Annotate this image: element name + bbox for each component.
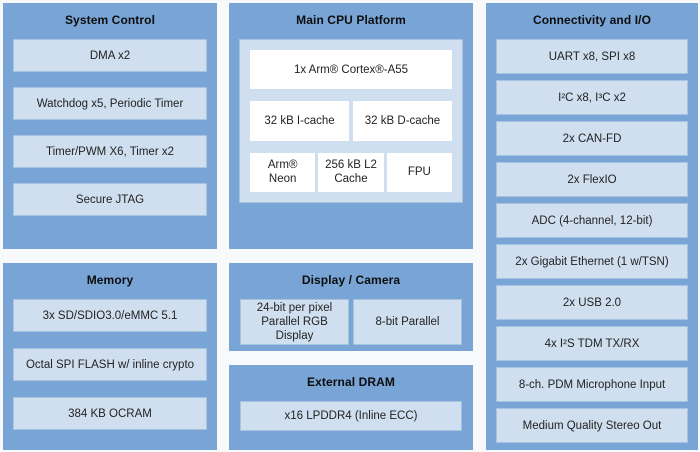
cpu-row-core: 1x Arm® Cortex®-A55	[250, 50, 452, 90]
block-stereo-out: Medium Quality Stereo Out	[496, 408, 688, 443]
panel-main-cpu-platform: Main CPU Platform 1x Arm® Cortex®-A55 32…	[229, 3, 473, 249]
panel-display-camera: Display / Camera 24-bit per pixel Parall…	[229, 263, 473, 351]
block-flexio: 2x FlexIO	[496, 162, 688, 197]
connectivity-blocks: UART x8, SPI x8 I²C x8, I³C x2 2x CAN-FD…	[496, 39, 688, 443]
block-gigabit-ethernet: 2x Gigabit Ethernet (1 w/TSN)	[496, 244, 688, 279]
block-icache: 32 kB I-cache	[250, 101, 349, 141]
block-usb: 2x USB 2.0	[496, 285, 688, 320]
block-cortex-a55: 1x Arm® Cortex®-A55	[250, 50, 452, 90]
block-i2c-i3c: I²C x8, I³C x2	[496, 80, 688, 115]
cpu-row-neon-l2-fpu: Arm® Neon 256 kB L2 Cache FPU	[250, 152, 452, 192]
block-l2-cache: 256 kB L2 Cache	[318, 152, 384, 192]
panel-connectivity-io: Connectivity and I/O UART x8, SPI x8 I²C…	[486, 3, 698, 450]
panel-title-external-dram: External DRAM	[307, 375, 395, 389]
block-ocram: 384 KB OCRAM	[13, 397, 207, 430]
panel-title-display-camera: Display / Camera	[301, 273, 401, 287]
block-adc: ADC (4-channel, 12-bit)	[496, 203, 688, 238]
block-parallel-rgb-display: 24-bit per pixel Parallel RGB Display	[240, 299, 349, 345]
block-sd-sdio-emmc: 3x SD/SDIO3.0/eMMC 5.1	[13, 299, 207, 332]
cpu-core-cluster: 1x Arm® Cortex®-A55 32 kB I-cache 32 kB …	[239, 39, 463, 203]
block-uart-spi: UART x8, SPI x8	[496, 39, 688, 74]
panel-system-control: System Control DMA x2 Watchdog x5, Perio…	[3, 3, 217, 249]
block-dcache: 32 kB D-cache	[353, 101, 452, 141]
block-pdm-microphone: 8-ch. PDM Microphone Input	[496, 367, 688, 402]
block-dma: DMA x2	[13, 39, 207, 72]
block-fpu: FPU	[386, 152, 452, 192]
system-control-blocks: DMA x2 Watchdog x5, Periodic Timer Timer…	[13, 39, 207, 216]
cpu-row-caches: 32 kB I-cache 32 kB D-cache	[250, 101, 452, 141]
panel-title-system-control: System Control	[64, 13, 156, 27]
block-can-fd: 2x CAN-FD	[496, 121, 688, 156]
block-watchdog-periodic-timer: Watchdog x5, Periodic Timer	[13, 87, 207, 120]
panel-title-memory: Memory	[86, 273, 134, 287]
block-i2s-tdm: 4x I²S TDM TX/RX	[496, 326, 688, 361]
panel-title-connectivity-io: Connectivity and I/O	[532, 13, 651, 27]
block-octal-spi-flash: Octal SPI FLASH w/ inline crypto	[13, 348, 207, 381]
panel-title-main-cpu-platform: Main CPU Platform	[296, 13, 406, 27]
block-8bit-parallel: 8-bit Parallel	[353, 299, 462, 345]
display-camera-blocks: 24-bit per pixel Parallel RGB Display 8-…	[240, 299, 462, 345]
block-lpddr4: x16 LPDDR4 (Inline ECC)	[240, 401, 462, 431]
block-timer-pwm: Timer/PWM X6, Timer x2	[13, 135, 207, 168]
block-arm-neon: Arm® Neon	[250, 152, 316, 192]
external-dram-blocks: x16 LPDDR4 (Inline ECC)	[240, 401, 462, 431]
block-secure-jtag: Secure JTAG	[13, 183, 207, 216]
panel-external-dram: External DRAM x16 LPDDR4 (Inline ECC)	[229, 365, 473, 450]
panel-memory: Memory 3x SD/SDIO3.0/eMMC 5.1 Octal SPI …	[3, 263, 217, 450]
memory-blocks: 3x SD/SDIO3.0/eMMC 5.1 Octal SPI FLASH w…	[13, 299, 207, 430]
